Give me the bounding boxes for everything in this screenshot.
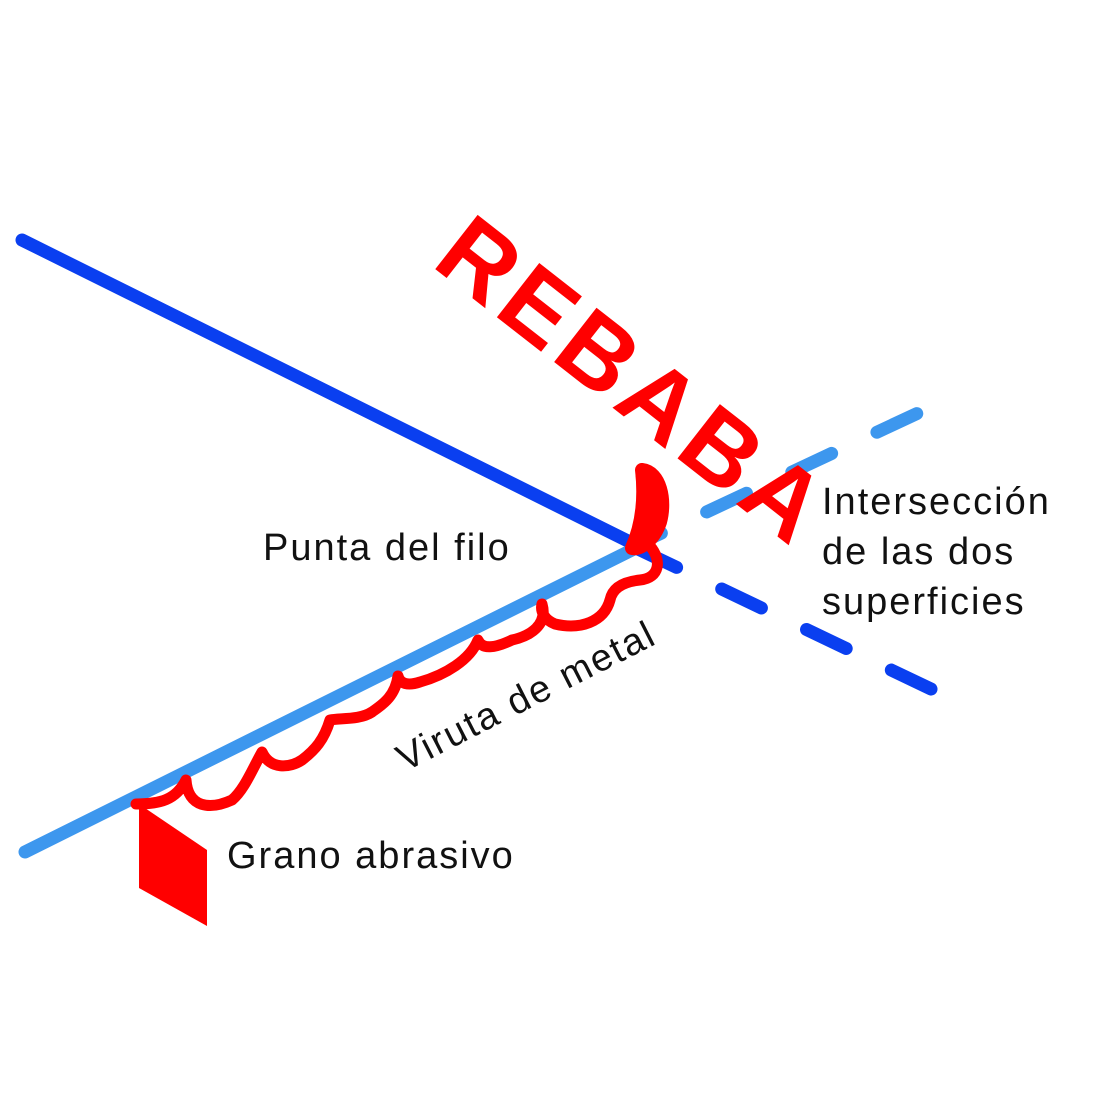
title-rebaba: REBABA	[416, 194, 850, 568]
upper-surface-line	[15, 233, 643, 552]
label-intersection-line-3: superficies	[822, 581, 1026, 623]
label-abrasive-grain: Grano abrasivo	[227, 835, 515, 877]
burr-shape	[625, 463, 670, 556]
label-intersection-line-1: Intersección	[822, 481, 1051, 523]
metal-chip	[130, 540, 663, 811]
label-edge-tip: Punta del filo	[263, 527, 511, 569]
label-intersection-line-2: de las dos	[822, 531, 1015, 573]
abrasive-grain	[139, 804, 207, 926]
upper-surface-extension	[629, 399, 940, 552]
lower-surface-line	[18, 541, 643, 859]
